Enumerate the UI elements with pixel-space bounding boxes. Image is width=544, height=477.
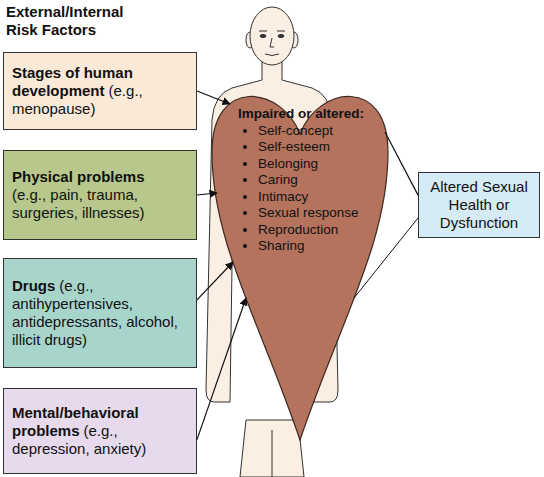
list-item: Self-concept	[258, 123, 388, 140]
box-heading: Drugs	[12, 277, 55, 294]
heart-shape: Impaired or altered:Self-conceptSelf-est…	[210, 72, 390, 442]
nose	[270, 38, 274, 47]
heart-outline	[212, 96, 388, 440]
person-head	[250, 7, 294, 65]
list-heading: Impaired or altered:	[238, 106, 388, 123]
box-heading: Physical problems	[12, 168, 145, 185]
arrow-connector	[197, 298, 246, 440]
person-legs	[240, 420, 304, 477]
eyebrow	[259, 31, 267, 32]
list-item: Sexual response	[258, 205, 388, 222]
connector-line	[385, 132, 418, 195]
outcome-box: Altered Sexual Health or Dysfunction	[418, 172, 540, 238]
box-text: Altered Sexual Health or Dysfunction	[430, 178, 528, 231]
list-item: Intimacy	[258, 189, 388, 206]
box-text: (e.g., pain, trauma, surgeries, illnesse…	[12, 186, 188, 222]
risk-factor-box: Physical problems(e.g., pain, trauma, su…	[3, 150, 197, 240]
risk-factor-box: Drugs(e.g., antihypertensives, antidepre…	[3, 258, 197, 368]
arrow-connector	[197, 262, 233, 300]
bracket-line	[354, 218, 418, 298]
list-item: Sharing	[258, 238, 388, 255]
list-item: Belonging	[258, 156, 388, 173]
leg-divider	[272, 430, 273, 477]
eyebrow	[277, 31, 285, 32]
column-heading: External/Internal Risk Factors	[6, 3, 146, 39]
mouth	[265, 54, 279, 56]
list-item: Reproduction	[258, 222, 388, 239]
list-item: Caring	[258, 172, 388, 189]
arrow-connector	[197, 193, 217, 195]
person-face	[259, 31, 285, 56]
risk-factor-box: Mental/behavioral problems(e.g., depress…	[3, 388, 197, 474]
list-item: Self-esteem	[258, 139, 388, 156]
box-heading: Mental/behavioral problems	[12, 404, 139, 439]
eye	[260, 35, 266, 38]
arrow-connector	[197, 91, 230, 104]
risk-factor-box: Stages of human development(e.g., menopa…	[3, 52, 197, 130]
eye	[278, 35, 284, 38]
